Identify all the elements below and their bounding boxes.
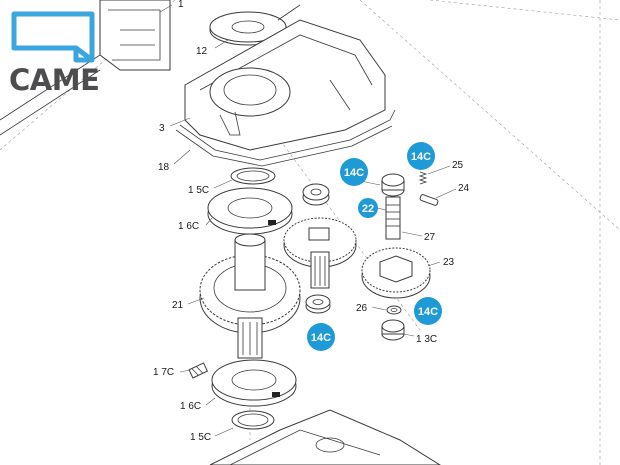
small-bearing-lower bbox=[305, 294, 331, 314]
label-part-24: 24 bbox=[458, 183, 470, 194]
label-part-15c-top: 1 5C bbox=[188, 185, 209, 196]
came-logo: CAME bbox=[9, 11, 100, 97]
label-part-27: 27 bbox=[424, 232, 436, 243]
label-part-26: 26 bbox=[356, 303, 368, 314]
label-part-23: 23 bbox=[443, 257, 455, 268]
large-gear-part-21 bbox=[199, 233, 301, 359]
bushing-part-13c bbox=[381, 319, 405, 341]
gasket-part-18 bbox=[175, 109, 396, 167]
label-part-18: 18 bbox=[158, 162, 170, 173]
svg-text:22: 22 bbox=[362, 203, 374, 215]
gearbox-cover-part-3 bbox=[184, 19, 386, 151]
grub-screw-part-17c bbox=[188, 362, 209, 379]
label-part-25: 25 bbox=[452, 160, 464, 171]
svg-text:14C: 14C bbox=[418, 306, 438, 318]
part-labels: 1 12 3 18 1 5C 1 6C 21 1 7C 1 6C 1 5C 25… bbox=[153, 0, 470, 443]
helical-gear-part-23 bbox=[361, 247, 431, 299]
o-ring-part-15c-top bbox=[230, 167, 276, 185]
spur-gear-with-shaft bbox=[283, 217, 357, 289]
label-part-3: 3 bbox=[159, 123, 165, 134]
bushing-part-top-right bbox=[381, 173, 405, 197]
label-part-16c-top: 1 6C bbox=[178, 221, 199, 232]
spring-part-25 bbox=[418, 171, 428, 185]
lower-housing bbox=[209, 409, 441, 465]
frame-plate-part bbox=[0, 0, 171, 136]
svg-text:14C: 14C bbox=[311, 332, 331, 344]
pin-part-24 bbox=[419, 194, 439, 206]
label-part-13c: 1 3C bbox=[416, 334, 437, 345]
small-bearing-upper bbox=[302, 183, 330, 206]
badge-22: 22 bbox=[358, 198, 378, 218]
part-badges: 14C 14C 22 14C 14C bbox=[307, 142, 442, 351]
o-ring-part-15c-bottom bbox=[231, 410, 275, 430]
label-part-1: 1 bbox=[178, 0, 184, 10]
label-part-16c-bottom: 1 6C bbox=[180, 401, 201, 412]
label-part-15c-bottom: 1 5C bbox=[190, 432, 211, 443]
bearing-part-16c-top bbox=[207, 187, 293, 235]
label-part-17c: 1 7C bbox=[153, 367, 174, 378]
badge-14c-bottom: 14C bbox=[307, 323, 335, 351]
label-part-12: 12 bbox=[196, 46, 208, 57]
label-part-21: 21 bbox=[172, 300, 184, 311]
bearing-part-16c-bottom bbox=[211, 359, 297, 407]
badge-14c-top: 14C bbox=[407, 142, 435, 170]
leader-lines bbox=[159, 4, 457, 437]
washer-part-26 bbox=[386, 305, 402, 315]
svg-text:14C: 14C bbox=[411, 151, 431, 163]
worm-shaft-part-27 bbox=[385, 196, 401, 240]
logo-wordmark: CAME bbox=[9, 63, 99, 97]
badge-14c-right: 14C bbox=[414, 297, 442, 325]
badge-14c-left: 14C bbox=[340, 158, 368, 186]
svg-text:14C: 14C bbox=[344, 167, 364, 179]
washer-part-12 bbox=[209, 4, 301, 46]
